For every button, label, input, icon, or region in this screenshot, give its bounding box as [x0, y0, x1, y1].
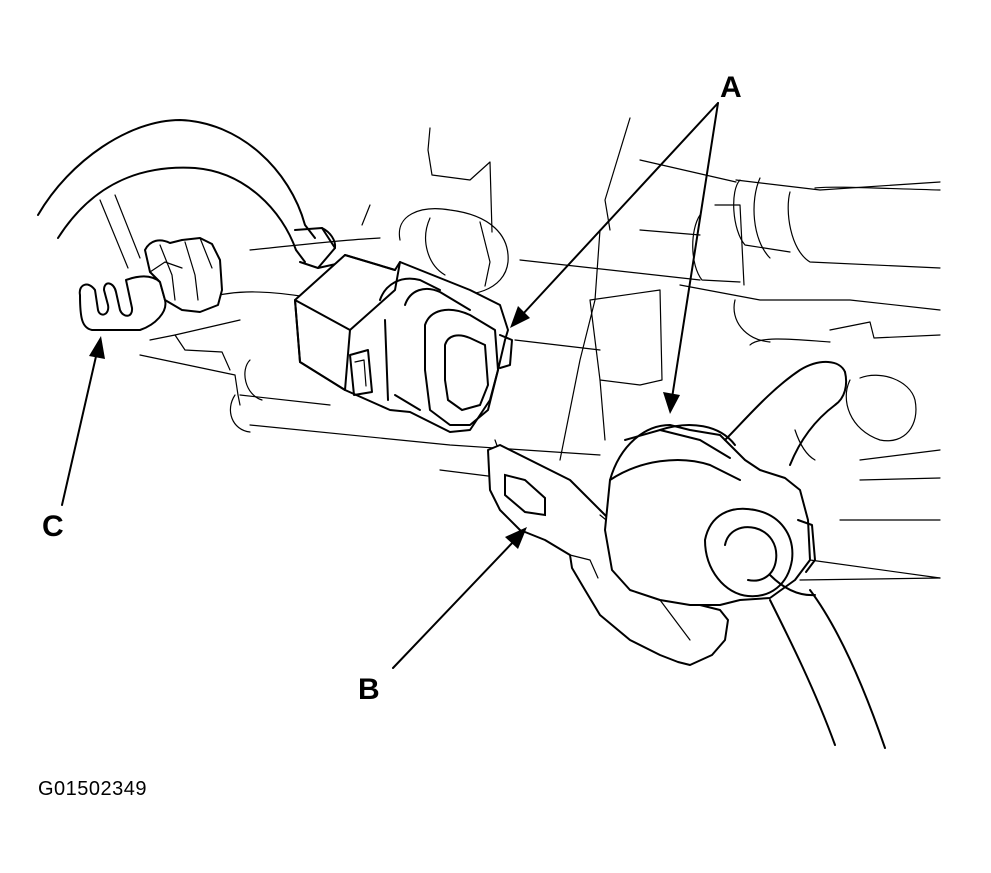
figure-id: G01502349 [38, 778, 148, 800]
callout-label-c: C [42, 510, 64, 543]
callout-label-a: A [720, 71, 742, 104]
clip-c [78, 237, 223, 331]
connector-lower [487, 361, 886, 749]
upper-hose [37, 119, 346, 269]
engine-background [139, 117, 941, 581]
connector-upper [294, 254, 513, 433]
leader-lines [61, 102, 719, 669]
callout-label-b: B [358, 673, 380, 706]
